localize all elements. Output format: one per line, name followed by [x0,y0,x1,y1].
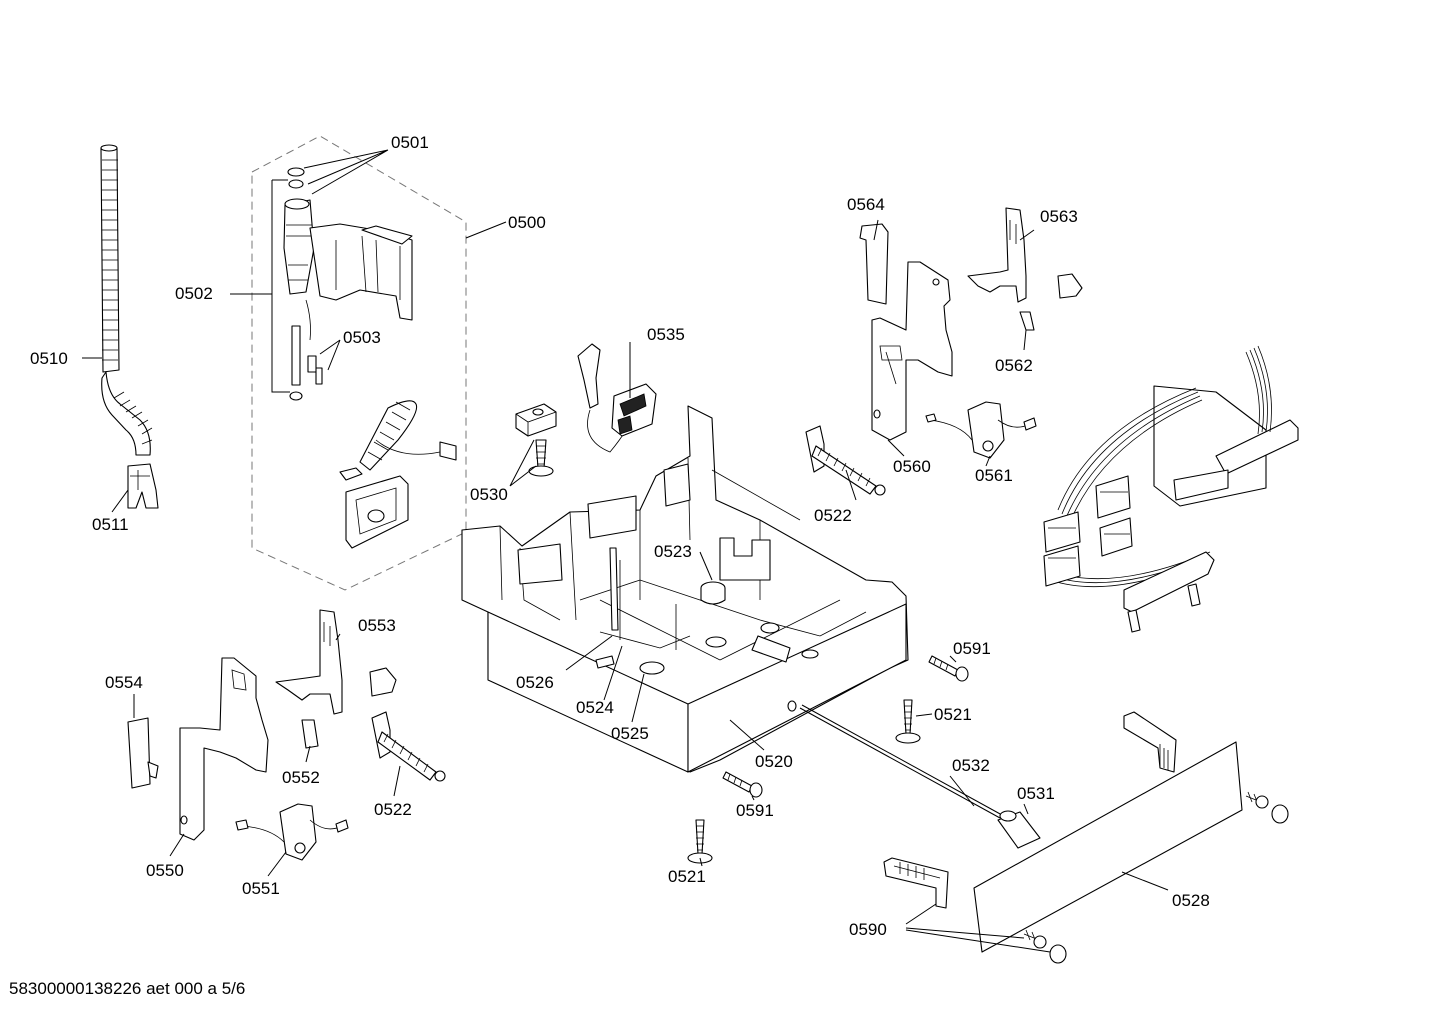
document-id: 58300000138226 aet 000 a 5/6 [9,979,246,998]
wiring-harness [1043,345,1299,633]
clip-0562 [1019,311,1035,331]
label-0563: 0563 [1040,207,1078,226]
clip-0511 [127,463,159,509]
label-0510: 0510 [30,349,68,368]
bracket-0560 [871,261,953,441]
label-0511: 0511 [92,515,129,534]
label-0535: 0535 [647,325,685,344]
screw-0591b [722,771,763,798]
part-0564 [859,223,889,305]
label-0520: 0520 [755,752,793,771]
label-0550: 0550 [146,861,184,880]
bracket-0550 [179,657,269,841]
screw-0521b [687,819,713,864]
clip-0552 [301,719,319,749]
part-0551 [235,803,349,861]
screw-0521a [895,699,921,744]
label-0564: 0564 [847,195,885,214]
label-0552: 0552 [282,768,320,787]
label-0521-right: 0521 [934,705,972,724]
part-0530 [515,403,557,477]
label-0561: 0561 [975,466,1013,485]
label-0560: 0560 [893,457,931,476]
label-0524: 0524 [576,698,614,717]
label-0590: 0590 [849,920,887,939]
rod-0532 [799,704,1003,819]
label-0562: 0562 [995,356,1033,375]
part-0535 [577,343,657,453]
label-0553: 0553 [358,616,396,635]
label-0528: 0528 [1172,891,1210,910]
bracket-0563 [967,207,1083,303]
spring-0522b [371,711,446,782]
label-0554: 0554 [105,673,143,692]
leader-lines [82,149,1169,953]
part-0554 [127,717,159,789]
base-0520 [461,405,909,773]
label-0521-bottom: 0521 [668,867,706,886]
label-0551: 0551 [242,879,280,898]
label-0530: 0530 [470,485,508,504]
screw-0591a [928,655,969,682]
valve-0500 [283,167,457,549]
label-0522-top: 0522 [814,506,852,525]
panel-0528 [883,711,1289,964]
label-0531: 0531 [1017,784,1055,803]
label-0532: 0532 [952,756,990,775]
label-0503: 0503 [343,328,381,347]
cap-0531 [997,810,1041,849]
spring-0522a [805,425,886,496]
label-0500: 0500 [508,213,546,232]
label-0591-bottom: 0591 [736,801,774,820]
bracket-0553 [275,609,397,715]
label-0523: 0523 [654,542,692,561]
part-0561 [925,401,1037,459]
label-0526: 0526 [516,673,554,692]
part-labels: 0501 0500 0502 0503 0510 0511 0535 0530 … [30,133,1210,939]
hose-0510 [100,144,153,456]
label-0522-bottom: 0522 [374,800,412,819]
label-0501: 0501 [391,133,429,152]
label-0525: 0525 [611,724,649,743]
label-0502: 0502 [175,284,213,303]
label-0591-right: 0591 [953,639,991,658]
